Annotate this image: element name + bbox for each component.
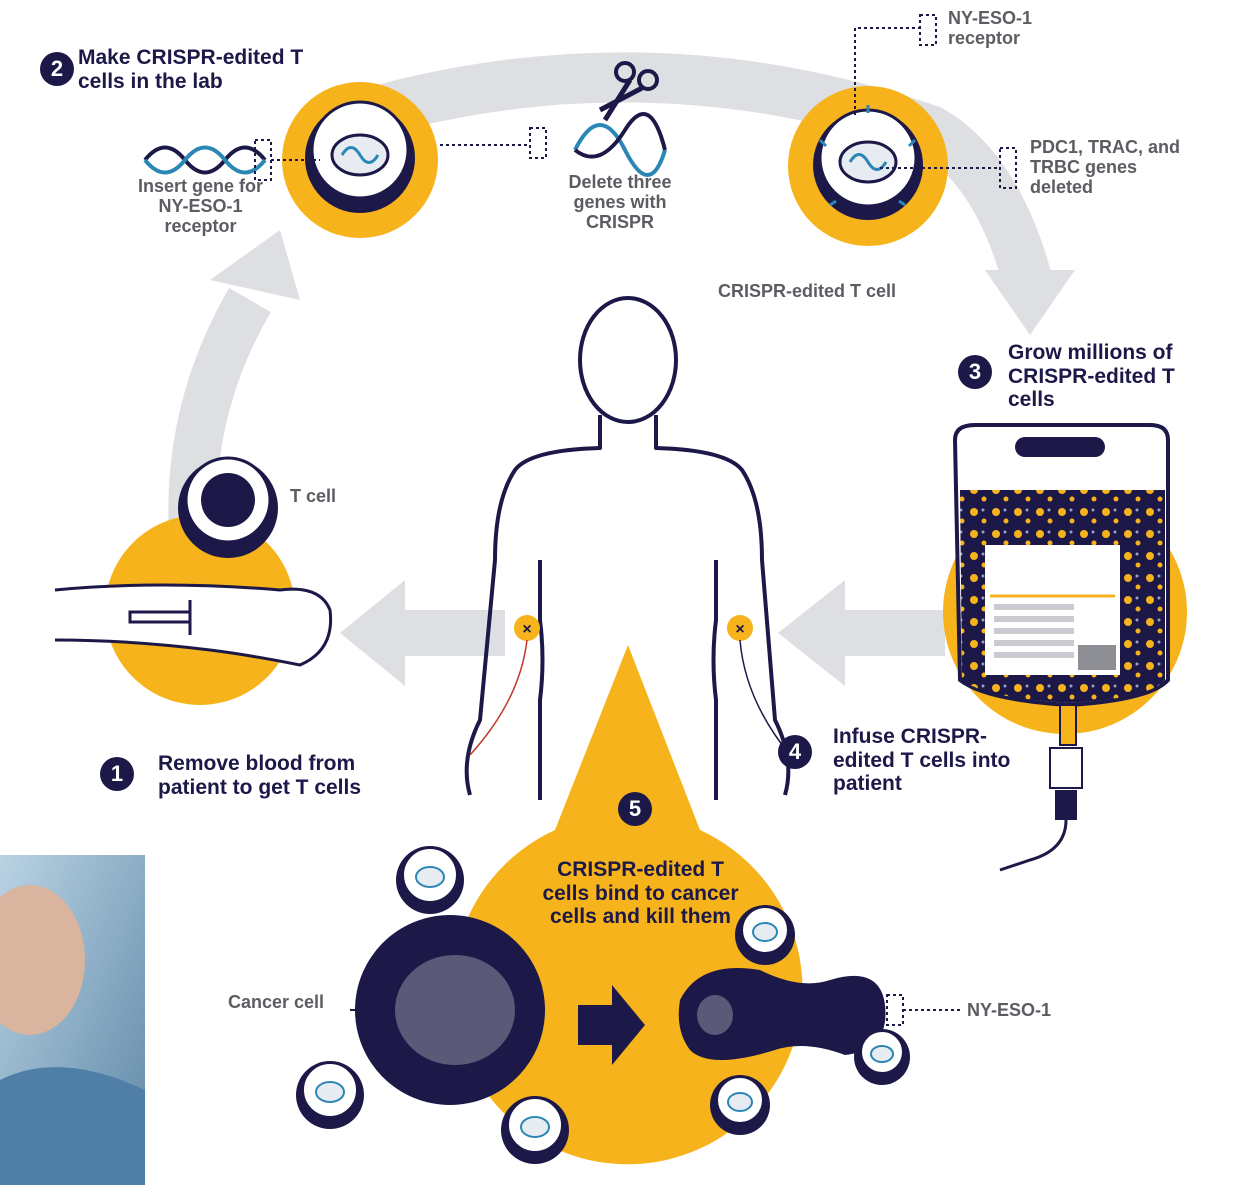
ny-eso-label: NY-ESO-1 — [967, 1000, 1077, 1020]
step-number-3: 3 — [958, 355, 992, 389]
t-cell-small-icon — [178, 458, 278, 558]
step-3-title: Grow millions of CRISPR-edited T cells — [1008, 341, 1218, 412]
step-number-5: 5 — [618, 792, 652, 826]
dying-cancer-cell-icon — [679, 968, 886, 1060]
edited-cell-label: CRISPR-edited T cell — [718, 281, 948, 301]
ny-receptor-label: NY-ESO-1 receptor — [948, 8, 1068, 48]
person-photo — [0, 855, 145, 1185]
step-number-1: 1 — [100, 757, 134, 791]
step-2-title: Make CRISPR-edited T cells in the lab — [78, 46, 338, 93]
step-number-2: 2 — [40, 52, 74, 86]
svg-text:×: × — [735, 621, 744, 638]
step-5-title: CRISPR-edited T cells bind to cancer cel… — [538, 858, 743, 929]
cancer-cell-label: Cancer cell — [228, 992, 358, 1012]
iv-bag-icon — [955, 425, 1168, 870]
t-cell-label: T cell — [290, 486, 370, 506]
step-4-title: Infuse CRISPR-edited T cells into patien… — [833, 725, 1013, 796]
delete-genes-label: Delete three genes with CRISPR — [545, 172, 695, 232]
arrow-to-arm — [340, 580, 505, 686]
deleted-genes-label: PDC1, TRAC, and TRBC genes deleted — [1030, 137, 1200, 197]
arrow-to-body — [778, 580, 945, 686]
svg-text:×: × — [522, 621, 531, 638]
step-1-title: Remove blood from patient to get T cells — [158, 752, 413, 799]
cycle-arrow-top — [345, 77, 1075, 335]
step-number-4: 4 — [778, 735, 812, 769]
cancer-cell-icon — [355, 915, 545, 1105]
dna-helix-icon — [145, 148, 265, 173]
insert-gene-label: Insert gene for NY-ESO-1 receptor — [128, 176, 273, 236]
